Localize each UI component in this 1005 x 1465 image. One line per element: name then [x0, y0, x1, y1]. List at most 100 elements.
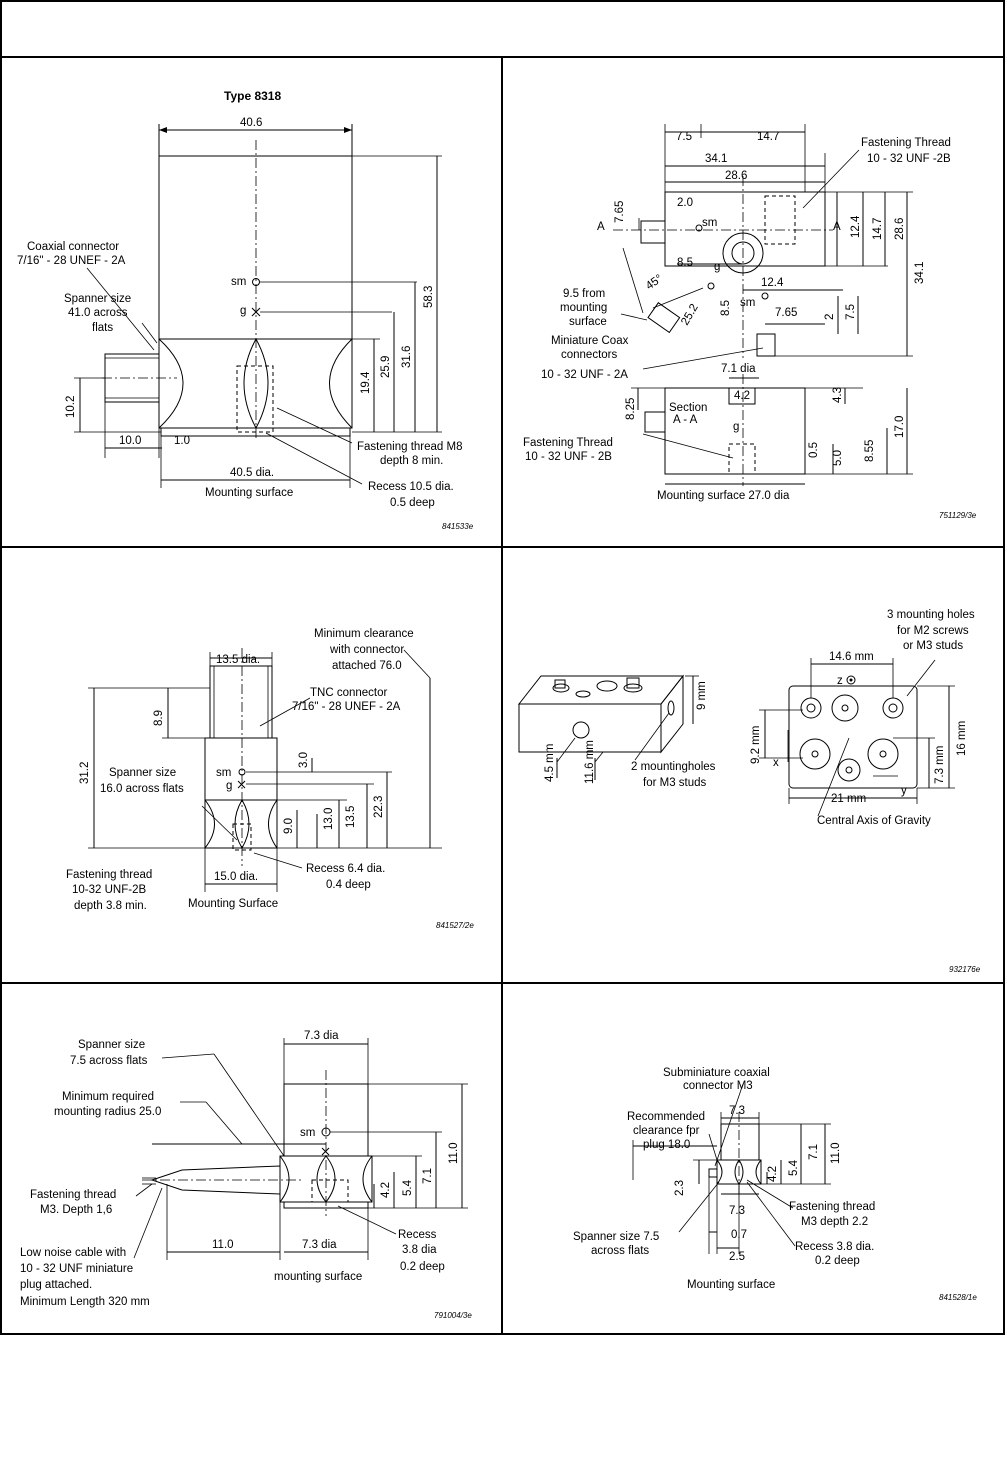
dim-16-mm: 16 mm	[956, 721, 968, 756]
dim-2: 2	[824, 314, 836, 320]
label-fastening-depth: M3. Depth 1,6	[40, 1204, 112, 1216]
dim-7-65-left: 7.65	[614, 201, 626, 223]
dim-7-3-mm: 7.3 mm	[934, 746, 946, 784]
label-or-m3-studs: or M3 studs	[903, 640, 963, 652]
label-x-axis: x	[773, 757, 779, 769]
label-sm: sm	[231, 276, 246, 288]
dim-28-6-right: 28.6	[894, 218, 906, 240]
dim-2-3: 2.3	[674, 1180, 686, 1196]
dim-4-2: 4.2	[767, 1166, 779, 1182]
dim-1-0: 1.0	[174, 435, 190, 447]
dim-11-0-bottom: 11.0	[212, 1239, 234, 1251]
dim-5-4: 5.4	[788, 1159, 800, 1176]
drawing-type-8318: Type 8318	[2, 58, 501, 546]
dim-21-mm: 21 mm	[831, 793, 866, 805]
drawing-code: 791004/3e	[434, 1311, 472, 1320]
drawing-4-svg: 9 mm 4.5 mm 11.6 mm 2 mountingholes for …	[517, 609, 981, 974]
label-mounting: mounting	[560, 302, 607, 314]
dim-14-7-top: 14.7	[757, 131, 779, 143]
label-min-clearance: Minimum clearance	[314, 628, 414, 640]
label-central-axis: Central Axis of Gravity	[817, 815, 931, 827]
label-mounting-radius: mounting radius 25.0	[54, 1106, 161, 1118]
drawing-5-svg: Spanner size 7.5 across flats 7.3 dia Mi…	[20, 1030, 472, 1320]
label-fastening-depth: depth 3.8 min.	[74, 900, 147, 912]
label-spanner: Spanner size 7.5	[573, 1231, 659, 1243]
dim-10-0: 10.0	[119, 435, 141, 447]
dim-34-1-right: 34.1	[914, 262, 926, 284]
label-clearance: clearance fpr	[633, 1125, 700, 1137]
dim-7-65-mid: 7.65	[775, 307, 797, 319]
drawing-3-svg: 13.5 dia. Minimum clearance with connect…	[66, 628, 474, 930]
label-flats: flats	[92, 322, 113, 334]
label-miniature-coax: Miniature Coax	[551, 335, 629, 347]
label-fastening-depth: M3 depth 2.2	[801, 1216, 868, 1228]
label-mounting-surface: Mounting surface	[205, 487, 293, 499]
dim-40-5: 40.5 dia.	[230, 467, 274, 479]
dim-7-3-top: 7.3	[729, 1105, 745, 1117]
dim-7-3-dia-top: 7.3 dia	[304, 1030, 339, 1042]
drawing-title: Type 8318	[224, 89, 281, 103]
label-tnc-connector: TNC connector	[310, 687, 388, 699]
dim-7-3-dia-bottom: 7.3 dia	[302, 1239, 337, 1251]
drawing-triaxial-block: 7.5 14.7 34.1 28.6 2.0 7.65 A sm A 12.4 …	[503, 58, 1003, 546]
dim-7-1-dia: 7.1 dia	[721, 363, 756, 375]
drawing-code: 841533e	[442, 522, 474, 531]
dim-4-3: 4.3	[832, 387, 844, 403]
label-plug: plug 18.0	[643, 1139, 690, 1151]
label-fastening-thread-top: Fastening Thread	[861, 137, 951, 149]
dim-34-1-top: 34.1	[705, 153, 727, 165]
label-spanner: Spanner size	[109, 767, 176, 779]
drawing-subminiature: Subminiature coaxial connector M3 Recomm…	[503, 984, 1003, 1335]
label-connectors: connectors	[561, 349, 618, 361]
label-mounting-surface: Mounting surface 27.0 dia	[657, 490, 790, 502]
dim-58-3: 58.3	[423, 286, 435, 308]
dim-9-mm: 9 mm	[696, 681, 708, 710]
drawing-code: 841528/1e	[939, 1293, 977, 1302]
dim-7-5-mid: 7.5	[845, 304, 857, 320]
label-spanner: Spanner size	[78, 1039, 145, 1051]
label-fastening-spec-bottom: 10 - 32 UNF - 2B	[525, 451, 612, 463]
header-row	[0, 0, 1005, 58]
drawing-miniature-block: 9 mm 4.5 mm 11.6 mm 2 mountingholes for …	[503, 548, 1003, 982]
dim-22-3: 22.3	[373, 796, 385, 818]
dim-4-5-mm: 4.5 mm	[544, 744, 556, 782]
label-fastening-thread: Fastening thread	[66, 869, 152, 881]
label-section-aa: A - A	[673, 414, 698, 426]
label-mounting-surface: Mounting Surface	[188, 898, 278, 910]
dim-3-0: 3.0	[298, 752, 310, 768]
label-connector-m3: connector M3	[683, 1080, 753, 1092]
dim-10-2: 10.2	[65, 396, 77, 418]
label-fastening-thread: Fastening thread	[789, 1201, 875, 1213]
label-3-mounting-holes: 3 mounting holes	[887, 609, 975, 621]
dim-9-2-mm: 9.2 mm	[750, 726, 762, 764]
dim-19-4: 19.4	[360, 371, 372, 394]
dim-8-9: 8.9	[153, 710, 165, 726]
label-attached: attached 76.0	[332, 660, 402, 672]
label-cable-plug: 10 - 32 UNF miniature	[20, 1263, 133, 1275]
dim-8-25: 8.25	[625, 398, 637, 420]
dim-13-0: 13.0	[323, 808, 335, 830]
drawing-6-svg: Subminiature coaxial connector M3 Recomm…	[573, 1067, 977, 1302]
dim-2-5: 2.5	[729, 1251, 745, 1263]
dim-11-0: 11.0	[830, 1142, 842, 1164]
label-sm-top: sm	[702, 217, 717, 229]
dim-11-0-right: 11.0	[448, 1142, 460, 1164]
dim-13-5-dia: 13.5 dia.	[216, 654, 260, 666]
dim-4-2: 4.2	[380, 1182, 392, 1198]
dim-25-2: 25.2	[679, 302, 701, 327]
label-section: Section	[669, 402, 707, 414]
label-min-length: Minimum Length 320 mm	[20, 1296, 150, 1308]
dim-15-0-dia: 15.0 dia.	[214, 871, 258, 883]
label-g: g	[240, 305, 246, 317]
label-recess-depth: 0.5 deep	[390, 497, 435, 509]
dim-17-0: 17.0	[894, 416, 906, 438]
vertical-divider	[501, 56, 503, 1335]
label-spanner-flats: 16.0 across flats	[100, 783, 184, 795]
label-coaxial-connector: Coaxial connector	[27, 241, 119, 253]
label-spanner-flats: 7.5 across flats	[70, 1055, 148, 1067]
label-with-connector: with connector	[329, 644, 404, 656]
dim-4-2: 4.2	[734, 390, 750, 402]
section-mark-a-left: A	[597, 221, 605, 233]
row-divider-1	[0, 546, 1005, 548]
label-fastening-spec: 10-32 UNF-2B	[72, 884, 146, 896]
